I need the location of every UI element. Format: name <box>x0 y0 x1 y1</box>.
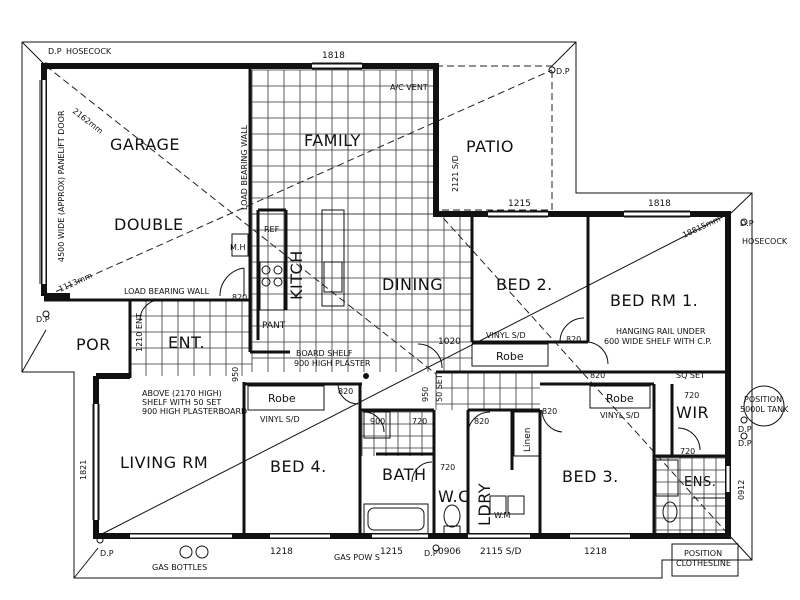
linen-label: Linen <box>523 428 533 452</box>
windows <box>39 62 730 538</box>
dim-820-bed4: 820 <box>338 387 353 396</box>
room-bed2: BED 2. <box>496 275 553 294</box>
room-bed3: BED 3. <box>562 467 619 486</box>
position-tank-1: POSITION <box>744 395 782 404</box>
position-clothesline-2: CLOTHESLINE <box>676 559 731 568</box>
room-ensuite: ENS. <box>684 475 716 490</box>
dp-bottom-right: D.P <box>738 439 752 448</box>
internal-walls <box>44 66 728 536</box>
fridge-label: REF <box>264 225 280 234</box>
dim-900: 900 <box>370 417 385 426</box>
diagonal-lines <box>45 65 729 537</box>
dp-bottom: D.P <box>424 549 438 558</box>
hanging-rail-note-1: HANGING RAIL UNDER <box>616 327 706 336</box>
dp-top-left: D.P <box>48 47 62 56</box>
dim-720-wir: 720 <box>684 391 699 400</box>
vinyl-sd-bed4: VINYL S/D <box>260 415 300 424</box>
vinyl-sd-bed2: VINYL S/D <box>486 331 526 340</box>
dim-820-bed2: 820 <box>566 335 581 344</box>
dim-garage-diag-1: 2162mm <box>71 106 105 135</box>
dim-720-bath: 720 <box>412 417 427 426</box>
room-wir: WIR <box>676 403 709 422</box>
robe-main-label: Robe <box>496 350 524 363</box>
room-kitchen: KITCH <box>287 250 306 300</box>
above-note-1: ABOVE (2170 HIGH) <box>142 389 222 398</box>
hosecock-top: HOSECOCK <box>66 47 112 56</box>
room-double: DOUBLE <box>114 215 184 234</box>
patio-outline <box>435 65 553 211</box>
washing-machine-label: W.M <box>494 511 511 520</box>
room-family: FAMILY <box>304 131 361 150</box>
room-dining: DINING <box>382 275 443 294</box>
pantry-label: PANT <box>262 321 286 331</box>
gas-bottles-note: GAS BOTTLES <box>152 563 207 572</box>
gas-pow-note: GAS POW S <box>334 553 380 562</box>
roof-outline <box>21 41 753 579</box>
garage-door-note: 4500 WIDE (APPROX) PANELIFT DOOR <box>57 110 66 262</box>
room-porch: POR <box>76 335 111 354</box>
room-patio: PATIO <box>466 137 514 156</box>
room-garage: GARAGE <box>110 135 180 154</box>
dim-garage-diag-2: 1113mm <box>57 271 94 294</box>
vinyl-sd-bed3: VINYL S/D <box>600 411 640 420</box>
fixtures <box>231 209 727 535</box>
dp-top-right: D.P <box>556 67 570 76</box>
above-note-2: SHELF WITH 50 SET <box>142 398 221 407</box>
room-entry: ENT. <box>168 333 205 352</box>
sq-set-note: SQ SET <box>676 371 705 380</box>
room-bath: BATH <box>382 465 426 484</box>
load-bearing-wall-vertical: LOAD BEARING WALL <box>240 124 249 210</box>
floor-tiles <box>129 69 726 534</box>
dim-820-bed3: 820 <box>542 407 557 416</box>
dim-bottom-1218-b: 1218 <box>584 547 607 557</box>
room-bed1: BED RM 1. <box>610 291 698 310</box>
dim-bed1-diag: 18815mm <box>681 214 722 240</box>
dim-950-1: 950 <box>231 367 240 382</box>
doors <box>139 267 701 483</box>
dim-bottom-2115: 2115 S/D <box>480 547 522 557</box>
downpipe-markers <box>42 62 785 577</box>
dim-1210-ent: 1210 ENT <box>135 313 144 352</box>
dim-bottom-1218-a: 1218 <box>270 547 293 557</box>
above-note-3: 900 HIGH PLASTERBOARD <box>142 407 247 416</box>
dim-820-bed1: 820 <box>590 371 605 380</box>
hanging-rail-note-2: 600 WIDE SHELF WITH C.P. <box>604 337 712 346</box>
ac-vent-note: A/C VENT <box>390 83 428 92</box>
position-tank-2: 5000L TANK <box>740 405 789 414</box>
dim-bottom-0906: 0906 <box>438 547 461 557</box>
dim-patio-1215: 1215 <box>508 199 531 209</box>
dp-right-2: D.P <box>738 425 752 434</box>
set-50-note: 50 SET <box>435 374 444 402</box>
manhole-label: M.H <box>230 243 245 252</box>
room-living: LIVING RM <box>120 453 208 472</box>
room-bed4: BED 4. <box>270 457 327 476</box>
dim-950-2: 950 <box>421 387 430 402</box>
dim-right-1818: 1818 <box>648 199 671 209</box>
dim-1020: 1020 <box>438 337 461 347</box>
dim-right-0912: 0912 <box>737 480 746 500</box>
room-laundry: LDRY <box>475 483 494 526</box>
dim-top-1818: 1818 <box>322 51 345 61</box>
dim-left-1821: 1821 <box>79 460 88 480</box>
room-wc: W.C <box>438 487 470 506</box>
board-shelf-note-2: 900 HIGH PLASTER <box>294 359 371 368</box>
position-clothesline-1: POSITION <box>684 549 722 558</box>
dim-820-garage: 820 <box>232 293 247 302</box>
dp-right-1: D.P <box>740 219 754 228</box>
dim-720-ens: 720 <box>680 447 695 456</box>
dim-720-wc: 720 <box>440 463 455 472</box>
patio-sd-note: 2121 S/D <box>451 155 460 192</box>
load-bearing-wall-note: LOAD BEARING WALL <box>124 287 210 296</box>
robe-bed3-label: Robe <box>606 392 634 405</box>
dp-bottom-left: D.P <box>100 549 114 558</box>
dim-820-ldry: 820 <box>474 417 489 426</box>
dp-left: D.P <box>36 315 50 324</box>
board-shelf-note-1: BOARD SHELF <box>296 349 353 358</box>
dim-bottom-1215: 1215 <box>380 547 403 557</box>
robe-bed4-label: Robe <box>268 392 296 405</box>
hosecock-right: HOSECOCK <box>742 237 788 246</box>
